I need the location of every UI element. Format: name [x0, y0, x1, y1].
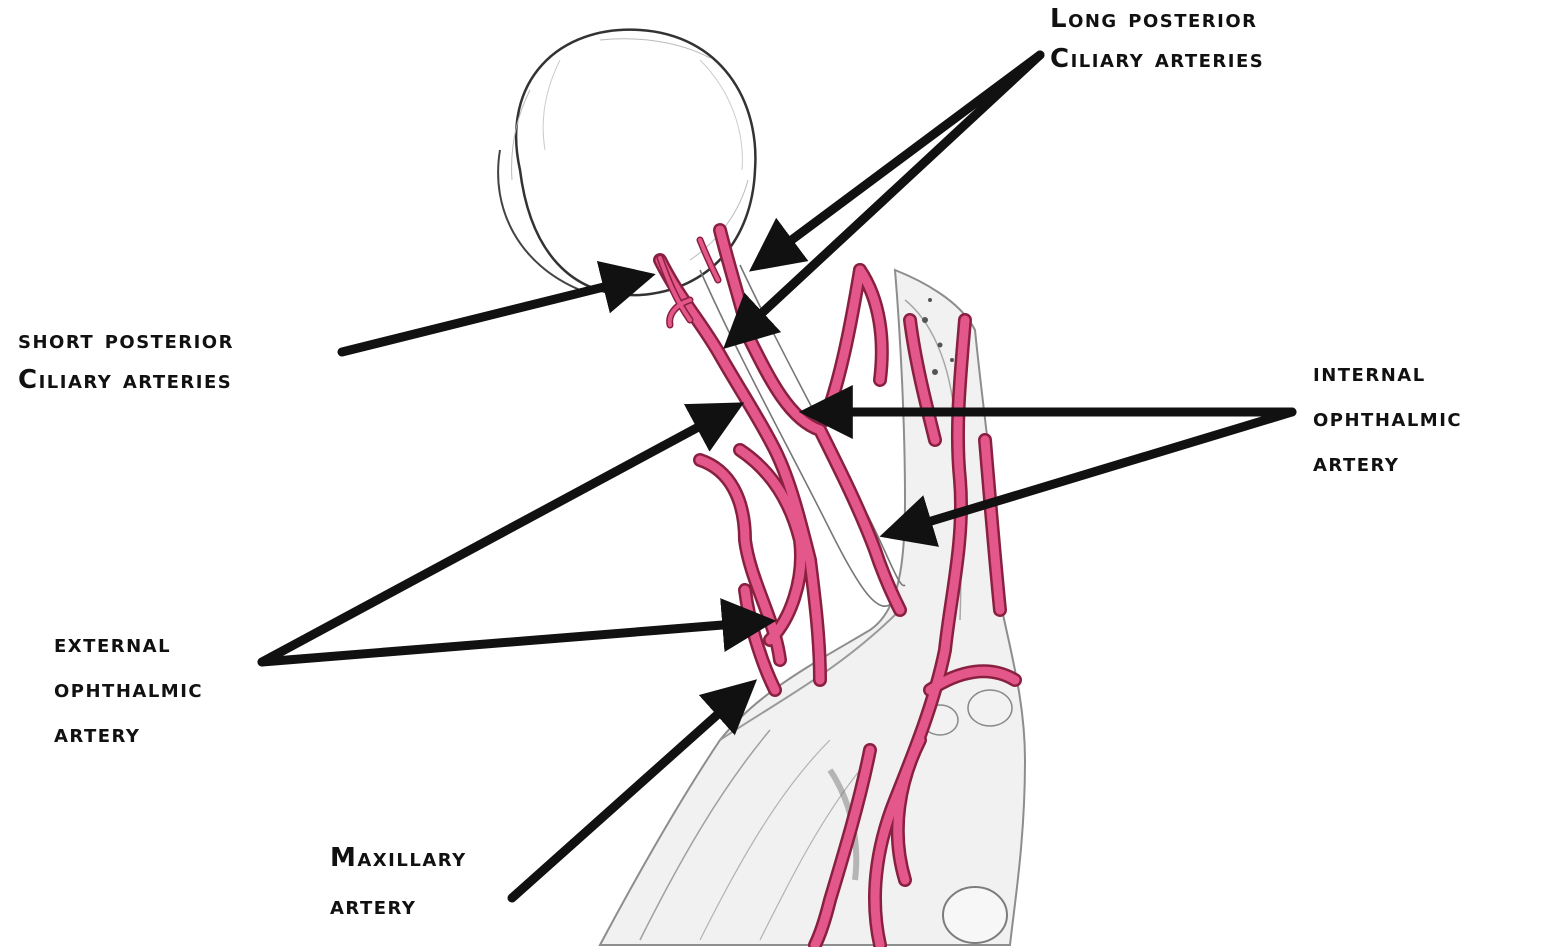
label-internal-ophthalmic-artery: internal ophthalmic artery — [1313, 360, 1462, 476]
label-short-posterior-ciliary-arteries: short posterior Ciliary arteries — [18, 327, 234, 393]
pointer-short-ciliary — [342, 278, 640, 352]
label-line: Ciliary arteries — [18, 367, 234, 393]
pointer-external-1 — [262, 410, 730, 662]
label-line: ophthalmic — [1313, 405, 1462, 431]
label-line: Ciliary arteries — [1050, 46, 1264, 72]
label-external-ophthalmic-artery: external ophthalmic artery — [54, 631, 203, 747]
pointer-long-ciliary-2 — [735, 55, 1040, 338]
pointer-long-ciliary-1 — [762, 55, 1040, 262]
pointer-external-2 — [262, 622, 760, 662]
label-line: Long posterior — [1050, 6, 1264, 32]
label-line: artery — [54, 721, 203, 747]
label-long-posterior-ciliary-arteries: Long posterior Ciliary arteries — [1050, 6, 1264, 72]
label-line: internal — [1313, 360, 1462, 386]
label-line: external — [54, 631, 203, 657]
eyeball — [498, 30, 755, 295]
label-line: ophthalmic — [54, 676, 203, 702]
label-line: artery — [330, 893, 467, 919]
label-line: short posterior — [18, 327, 234, 353]
label-line: artery — [1313, 450, 1462, 476]
label-line: Maxillary — [330, 845, 467, 871]
label-maxillary-artery: Maxillary artery — [330, 845, 467, 919]
